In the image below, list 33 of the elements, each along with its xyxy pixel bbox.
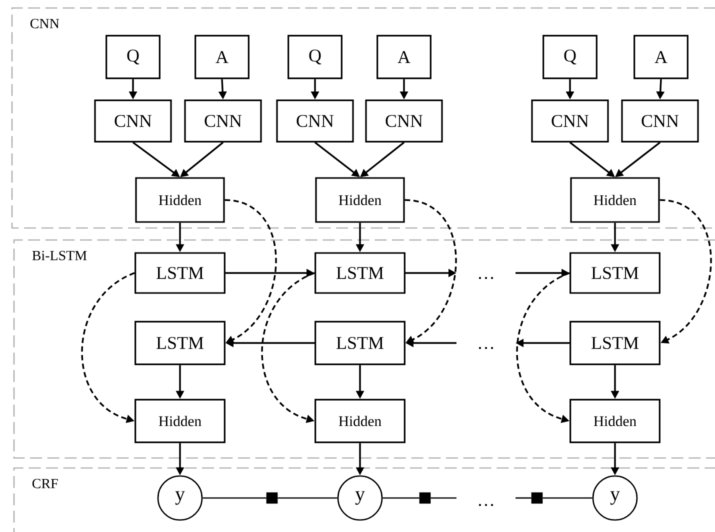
factor-square xyxy=(266,492,278,504)
arrow xyxy=(404,199,457,344)
process-box: CNN xyxy=(365,100,443,142)
process-box: A xyxy=(634,34,688,80)
arrow xyxy=(224,199,277,344)
process-box: Hidden xyxy=(570,398,660,444)
process-box: Hidden xyxy=(135,177,225,223)
process-box: CNN xyxy=(621,100,699,142)
process-box: Hidden xyxy=(314,398,406,444)
factor-square xyxy=(531,492,543,504)
process-box: LSTM xyxy=(314,320,406,366)
process-box: LSTM xyxy=(570,320,660,366)
process-box: Hidden xyxy=(315,177,405,223)
process-box: LSTM xyxy=(570,252,660,294)
ellipsis: … xyxy=(478,504,494,506)
process-box: Q xyxy=(542,34,598,80)
process-box: LSTM xyxy=(314,252,406,294)
factor-square xyxy=(419,492,431,504)
process-box: Q xyxy=(106,34,160,80)
process-box: LSTM xyxy=(134,252,226,294)
process-box: CNN xyxy=(276,100,354,142)
ellipsis: … xyxy=(478,276,494,280)
process-box: CNN xyxy=(94,100,172,142)
process-box: A xyxy=(194,34,250,80)
process-box: Hidden xyxy=(570,177,660,223)
process-box: Hidden xyxy=(134,398,226,444)
process-box: CNN xyxy=(184,100,262,142)
arrow xyxy=(660,199,712,344)
process-box: LSTM xyxy=(134,320,226,366)
ellipsis: … xyxy=(478,346,494,350)
process-box: CNN xyxy=(531,100,609,142)
process-box: Q xyxy=(288,34,342,80)
process-box: A xyxy=(376,34,432,80)
